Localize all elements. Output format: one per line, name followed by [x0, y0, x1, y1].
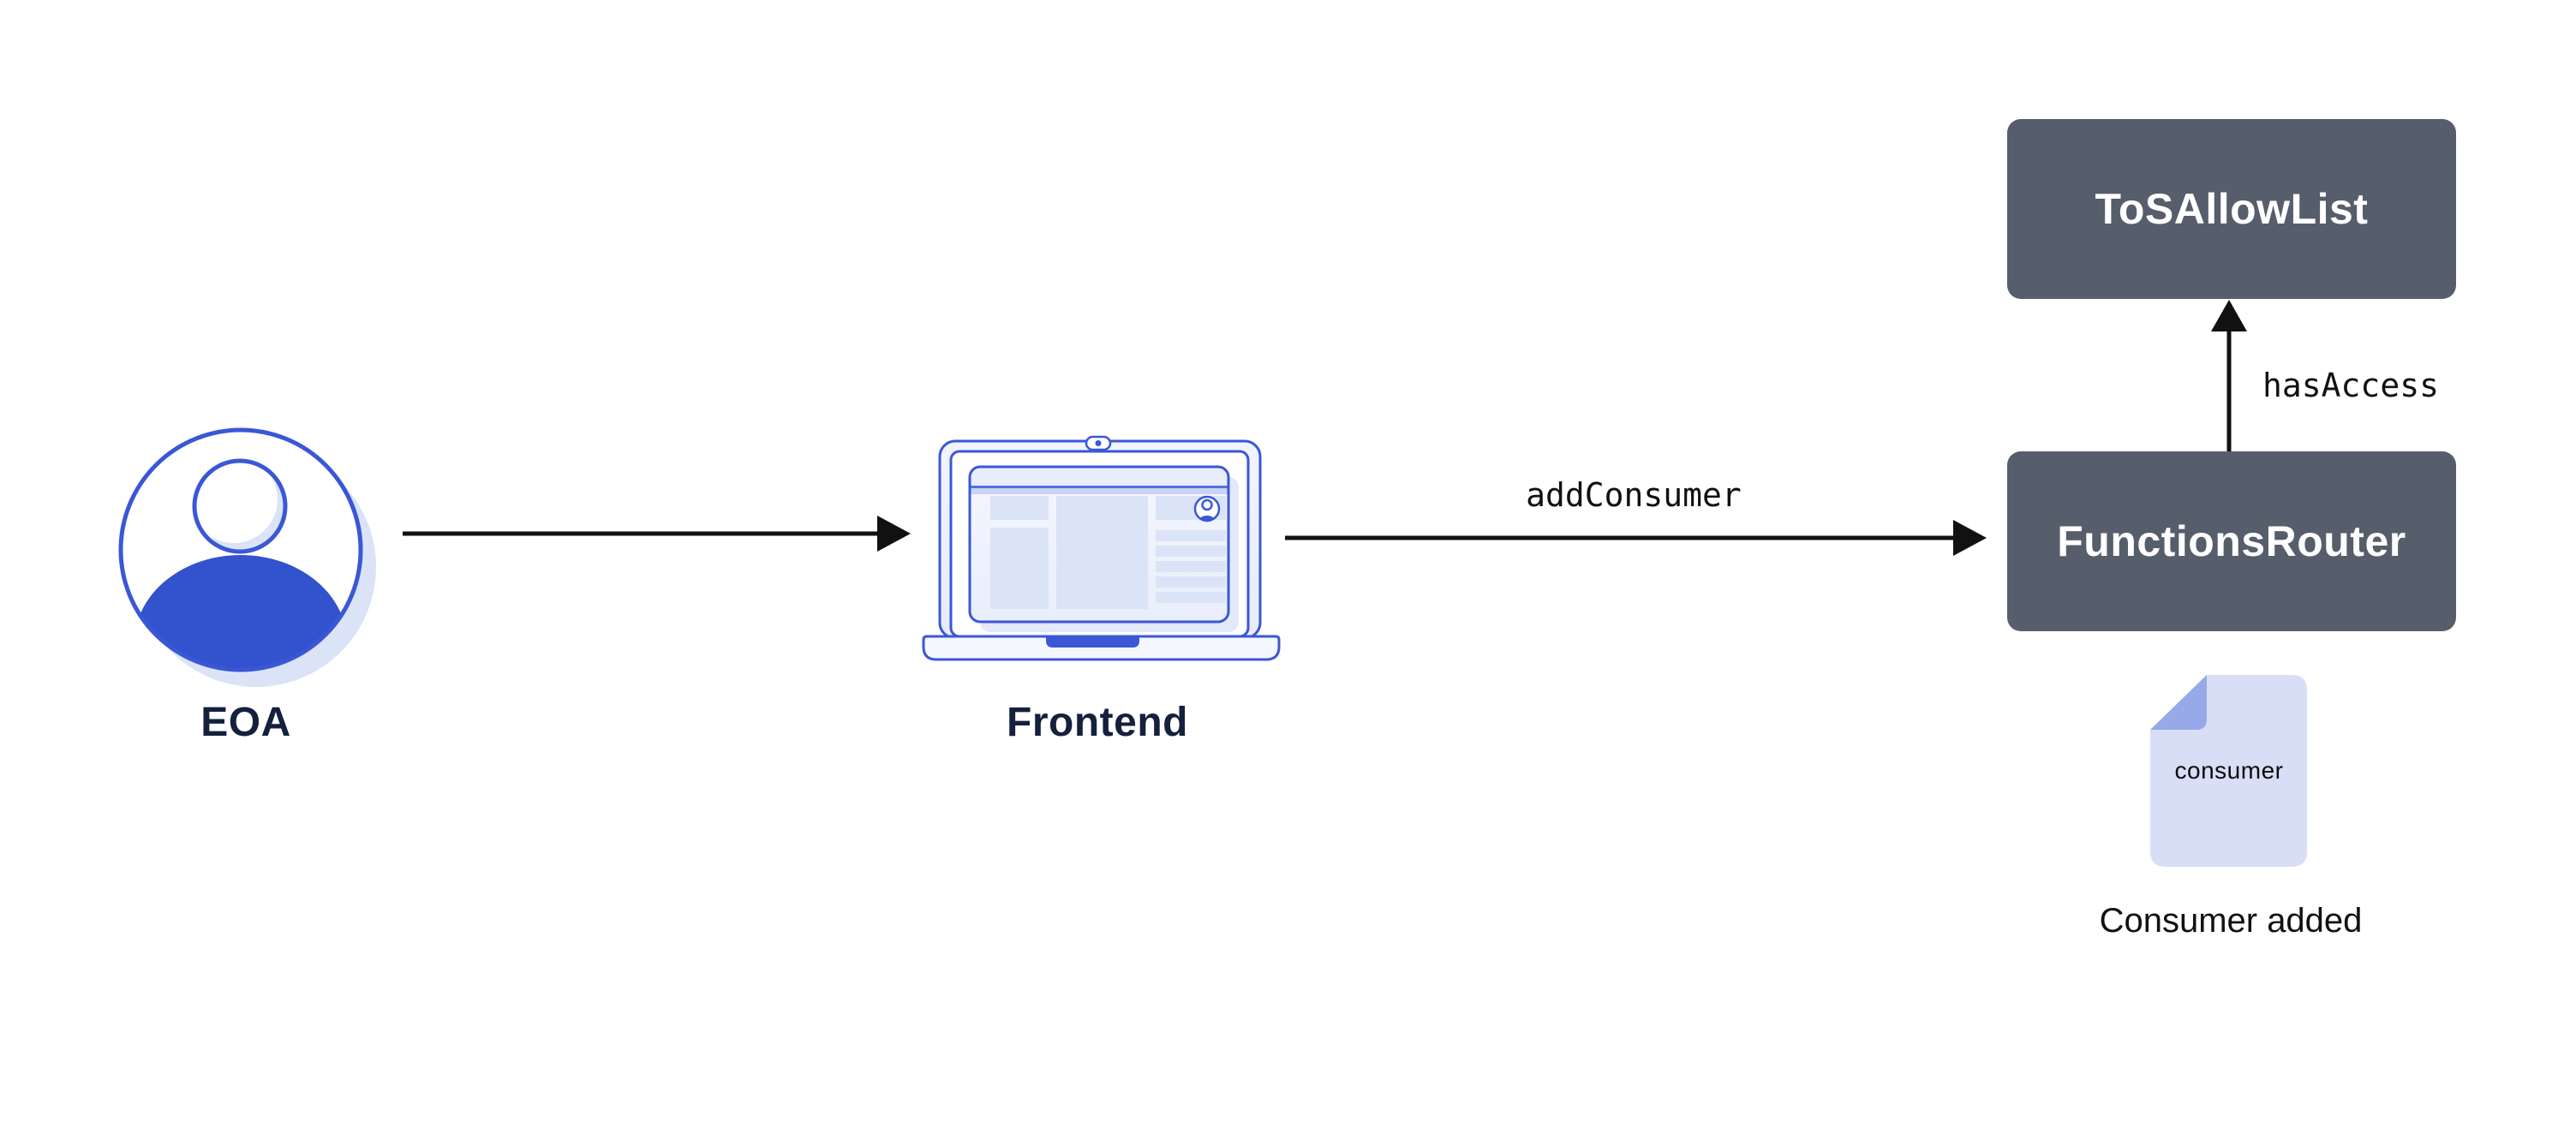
user-avatar-icon	[118, 427, 376, 687]
screen-block	[990, 528, 1049, 609]
eoa-node-label: EOA	[200, 700, 291, 745]
screen-line	[1156, 592, 1226, 603]
arrowhead-right-icon	[877, 516, 911, 552]
laptop-base-notch	[1046, 636, 1139, 648]
browser-toolbar	[970, 467, 1228, 486]
screen-line	[1156, 546, 1226, 557]
tosallowlist-node-label: ToSAllowList	[2095, 185, 2369, 233]
edge-label-addconsumer: addConsumer	[1526, 476, 1742, 514]
arrowhead-right-icon	[1953, 520, 1987, 556]
document-label: consumer	[2174, 757, 2284, 784]
screen-block	[990, 496, 1049, 520]
screen-block	[1056, 496, 1148, 609]
arrowhead-up-icon	[2211, 300, 2247, 331]
edge-frontend-to-functionsrouter	[1285, 520, 1987, 556]
document-icon	[2150, 675, 2307, 867]
document-fold	[2150, 675, 2207, 730]
screen-line	[1156, 561, 1226, 572]
avatar-body	[134, 555, 347, 668]
edge-functionsrouter-to-tosallowlist	[2211, 300, 2247, 451]
laptop-icon	[922, 435, 1281, 661]
screen-line	[1156, 530, 1226, 541]
functionsrouter-node: FunctionsRouter	[2007, 451, 2456, 631]
laptop-webcam-dot	[1095, 440, 1102, 446]
edge-label-hasaccess: hasAccess	[2262, 367, 2439, 404]
tosallowlist-node: ToSAllowList	[2007, 119, 2456, 299]
functionsrouter-node-label: FunctionsRouter	[2057, 517, 2406, 565]
frontend-node-label: Frontend	[1007, 700, 1188, 745]
consumer-added-caption: Consumer added	[2099, 902, 2363, 940]
laptop-base	[922, 635, 1281, 661]
screen-line	[1156, 576, 1226, 588]
edge-eoa-to-frontend	[403, 516, 911, 552]
avatar-head-ring	[192, 458, 288, 554]
